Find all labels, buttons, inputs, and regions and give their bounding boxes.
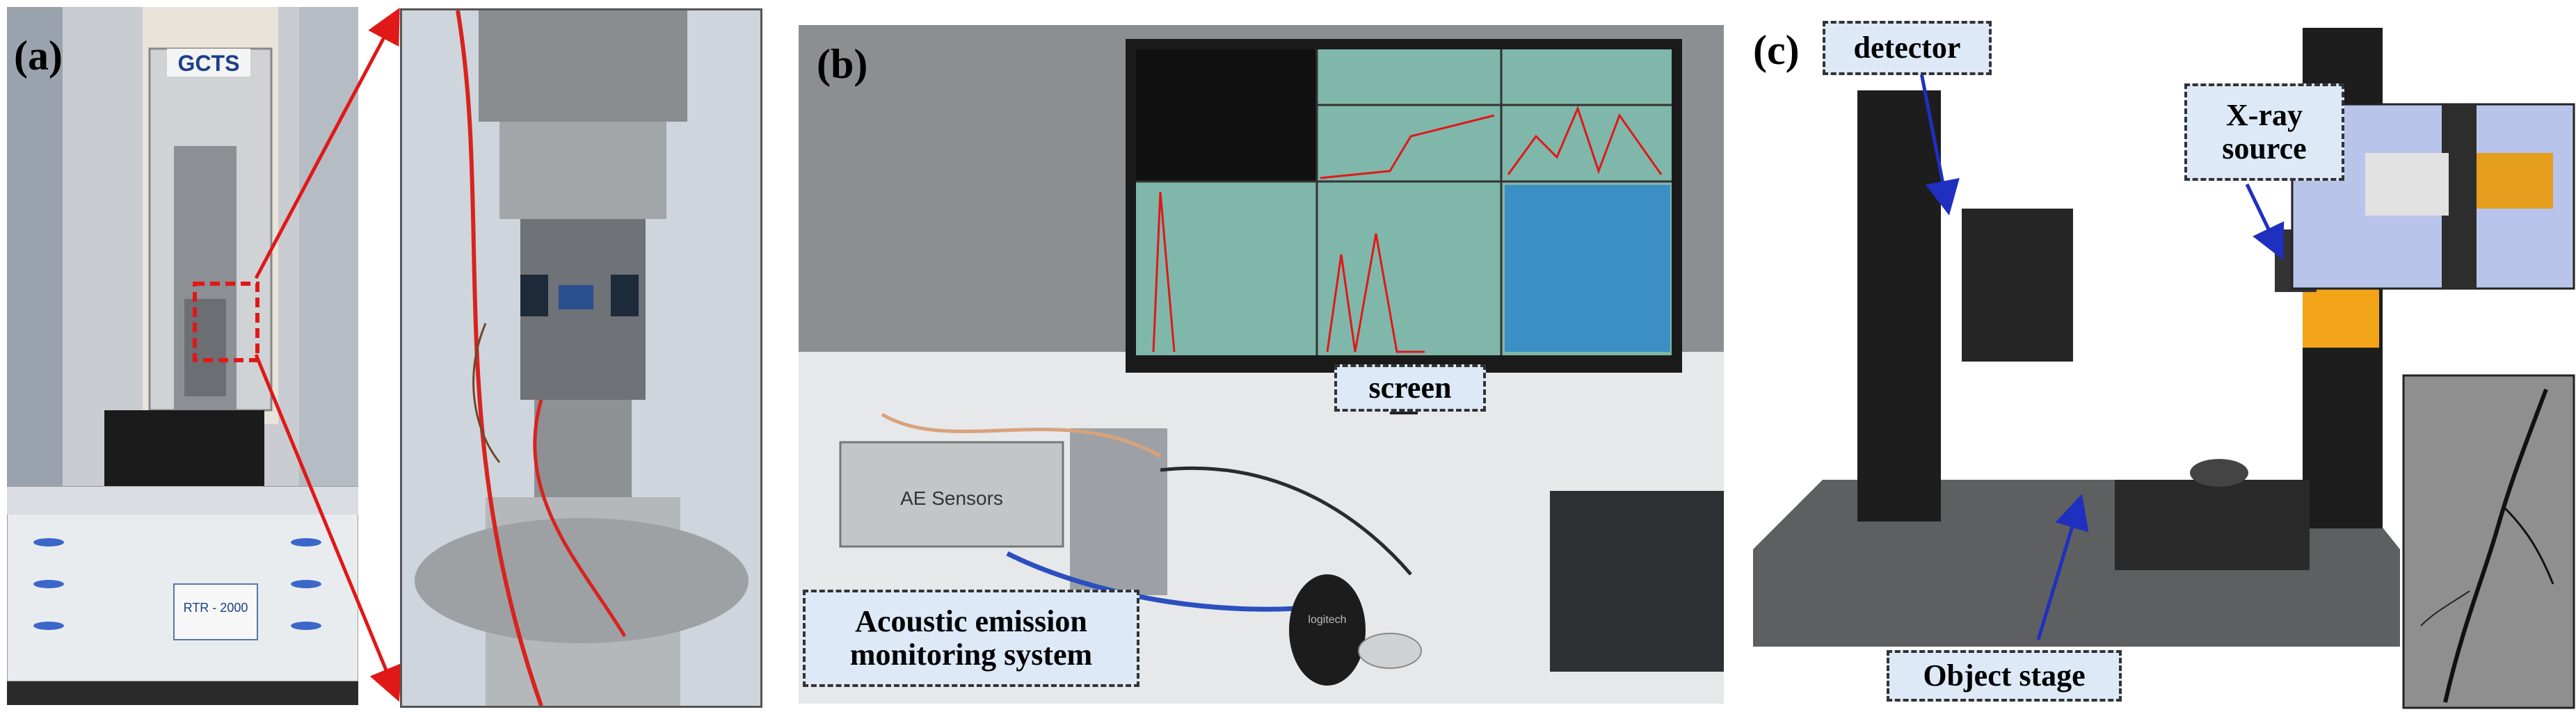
panel-a-zoom-photo [400,8,762,708]
object-stage-label: Object stage [1887,650,2122,702]
object-stage-unit [2115,480,2310,570]
ae-device-text: AE Sensors [900,487,1003,509]
screen-label: screen [1334,364,1486,412]
ct-scanner-illustration [1739,0,2576,712]
specimen-callout-box [193,282,259,362]
detector-unit [1962,209,2073,362]
ae-system-label: Acoustic emission monitoring system [803,590,1139,687]
machine-model-text: RTR - 2000 [184,601,248,615]
panel-a-photo: GCTS RTR - 2000 (a) [7,7,358,705]
detector-label: detector [1823,21,1992,75]
panel-b-photo: AE Sensors logitech (b) screen Acoustic … [799,25,1724,704]
zoom-arrows [254,8,402,702]
ct-slice-inset [2402,374,2575,709]
specimen-closeup-illustration [402,10,760,706]
xray-source-label: X-ray source [2184,83,2344,181]
panel-letter-b: (b) [817,41,868,87]
panel-letter-c: (c) [1753,27,1800,73]
mouse-brand-text: logitech [1308,614,1346,626]
machine-brand-text: GCTS [178,51,240,76]
panel-letter-a: (a) [14,33,63,79]
loading-frame-illustration: GCTS RTR - 2000 [7,7,358,705]
panel-c-photo: (c) detector X-ray source Object stage [1739,0,2576,712]
